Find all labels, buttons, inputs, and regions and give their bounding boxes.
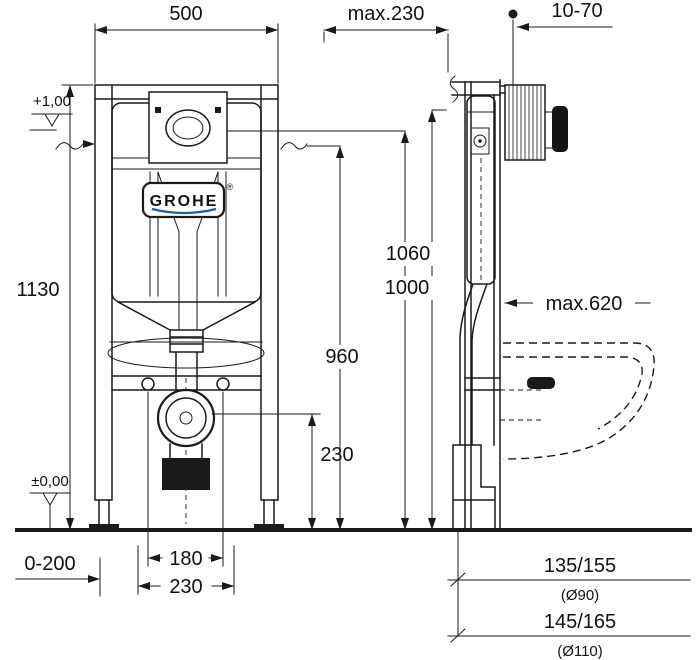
drain-centerline <box>450 531 466 643</box>
dim-0-200 <box>15 557 101 597</box>
dim-max-230 <box>323 26 449 73</box>
wall-section <box>504 84 546 161</box>
toilet-bowl-side <box>500 342 655 460</box>
front-view: GROHE ® <box>89 84 284 530</box>
dimensions: 500 max.230 10-70 +1,00 1130 1060 1000 9… <box>15 0 691 660</box>
logo-registered-mark: ® <box>227 182 234 192</box>
label-1130: 1130 <box>16 279 59 301</box>
actuator-oval <box>165 109 211 147</box>
label-230-bottom: 230 <box>169 576 202 598</box>
label-230-drain: 230 <box>320 444 353 466</box>
fill-valve <box>470 127 490 155</box>
drain-connector <box>162 458 210 490</box>
fixing-bolts <box>141 377 230 391</box>
actuator-plate-side <box>544 106 568 152</box>
crossbar-side <box>464 377 501 391</box>
wall-reference-dot <box>508 9 518 19</box>
label-outlet-110: 145/165 <box>544 611 616 633</box>
label-max-620: max.620 <box>546 293 623 315</box>
level-plus-100 <box>29 113 95 150</box>
label-500: 500 <box>169 3 202 25</box>
label-1000: 1000 <box>385 277 430 299</box>
dim-230-drain <box>211 413 321 531</box>
wall-bracket <box>451 81 506 96</box>
label-outlet-90-dia: (Ø90) <box>561 587 599 604</box>
label-180: 180 <box>169 548 202 570</box>
drain-socket <box>156 378 216 524</box>
dim-230-bottom <box>137 545 235 595</box>
label-1060: 1060 <box>386 243 431 265</box>
flush-pipe-side <box>452 283 496 529</box>
label-960: 960 <box>325 346 358 368</box>
label-outlet-90: 135/155 <box>544 555 616 577</box>
label-level-plus: +1,00 <box>33 93 71 110</box>
label-level-zero: ±0,00 <box>31 473 68 490</box>
level-zero <box>29 492 71 529</box>
cistern-side <box>466 95 496 285</box>
flush-plate <box>148 91 228 164</box>
label-10-70: 10-70 <box>551 0 602 22</box>
break-squiggle <box>449 75 459 103</box>
dim-10-70 <box>516 23 613 31</box>
dim-1060 <box>428 109 447 531</box>
toilet-bowl-front <box>107 337 265 369</box>
bowl-mounting-bar <box>527 377 555 389</box>
outlet-leader-lines <box>447 579 691 637</box>
dim-960 <box>280 142 344 531</box>
dim-1000 <box>227 130 409 531</box>
dim-1130 <box>61 84 94 531</box>
logo-swoosh <box>151 207 217 215</box>
side-view <box>449 9 655 643</box>
dim-180 <box>147 391 224 567</box>
lower-crossbar <box>111 375 262 391</box>
dim-500 <box>94 23 279 84</box>
label-outlet-110-dia: (Ø110) <box>557 643 603 660</box>
grohe-logo: GROHE ® <box>141 181 234 219</box>
label-max-230: max.230 <box>348 3 425 25</box>
label-0-200: 0-200 <box>24 553 75 575</box>
logo-text: GROHE <box>150 193 219 210</box>
